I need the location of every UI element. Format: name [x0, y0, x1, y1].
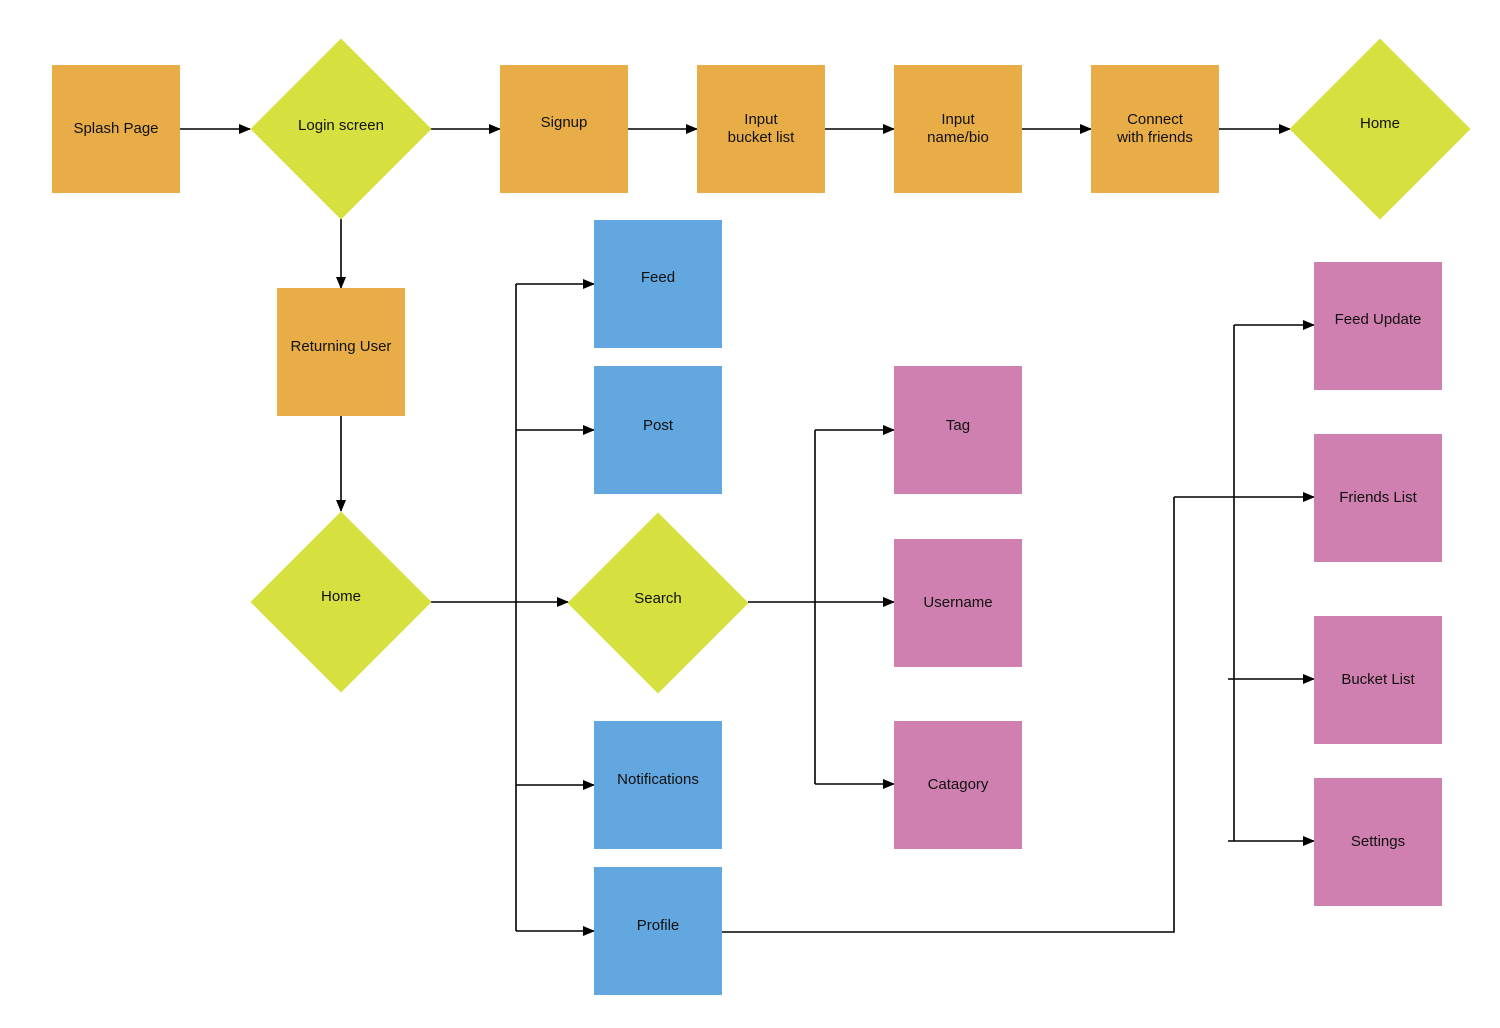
node-notifications: Notifications [594, 721, 722, 849]
node-label: Notifications [617, 771, 699, 788]
node-input-name-bio: Input name/bio [894, 65, 1022, 193]
node-label: Returning User [290, 338, 392, 355]
node-label: Splash Page [73, 120, 159, 137]
node-bucket-list: Bucket List [1314, 616, 1442, 744]
node-input-bucket-list: Input bucket list [697, 65, 825, 193]
node-label: Tag [945, 417, 971, 434]
node-tag: Tag [894, 366, 1022, 494]
node-signup: Signup [500, 65, 628, 193]
node-label: Feed [640, 269, 676, 286]
node-label: Friends List [1339, 489, 1417, 506]
node-label: Login screen [298, 117, 384, 134]
node-label: Home [1359, 115, 1400, 132]
node-label: Input bucket list [727, 111, 795, 146]
node-label: Connect with friends [1117, 111, 1193, 146]
node-settings: Settings [1314, 778, 1442, 906]
node-label: Search [634, 590, 682, 607]
node-connect-with-friends: Connect with friends [1091, 65, 1219, 193]
node-label: Home [320, 588, 361, 605]
node-splash-page: Splash Page [52, 65, 180, 193]
node-home-top: Home [1290, 39, 1470, 219]
node-label: Bucket List [1341, 671, 1415, 688]
node-label: Input name/bio [927, 111, 989, 146]
node-search: Search [568, 513, 748, 693]
node-username: Username [894, 539, 1022, 667]
node-home-main: Home [251, 512, 431, 692]
node-label: Feed Update [1334, 311, 1422, 328]
connector-profile-route [722, 497, 1175, 933]
node-catagory: Catagory [894, 721, 1022, 849]
node-label: Username [923, 594, 993, 611]
node-feed-update: Feed Update [1314, 262, 1442, 390]
node-label: Signup [540, 114, 588, 131]
node-friends-list: Friends List [1314, 434, 1442, 562]
node-post: Post [594, 366, 722, 494]
node-label: Catagory [927, 776, 989, 793]
node-label: Settings [1350, 833, 1406, 850]
node-returning-user: Returning User [277, 288, 405, 416]
node-login-screen: Login screen [251, 39, 431, 219]
node-label: Post [642, 417, 673, 434]
node-feed: Feed [594, 220, 722, 348]
node-profile: Profile [594, 867, 722, 995]
node-label: Profile [636, 917, 680, 934]
